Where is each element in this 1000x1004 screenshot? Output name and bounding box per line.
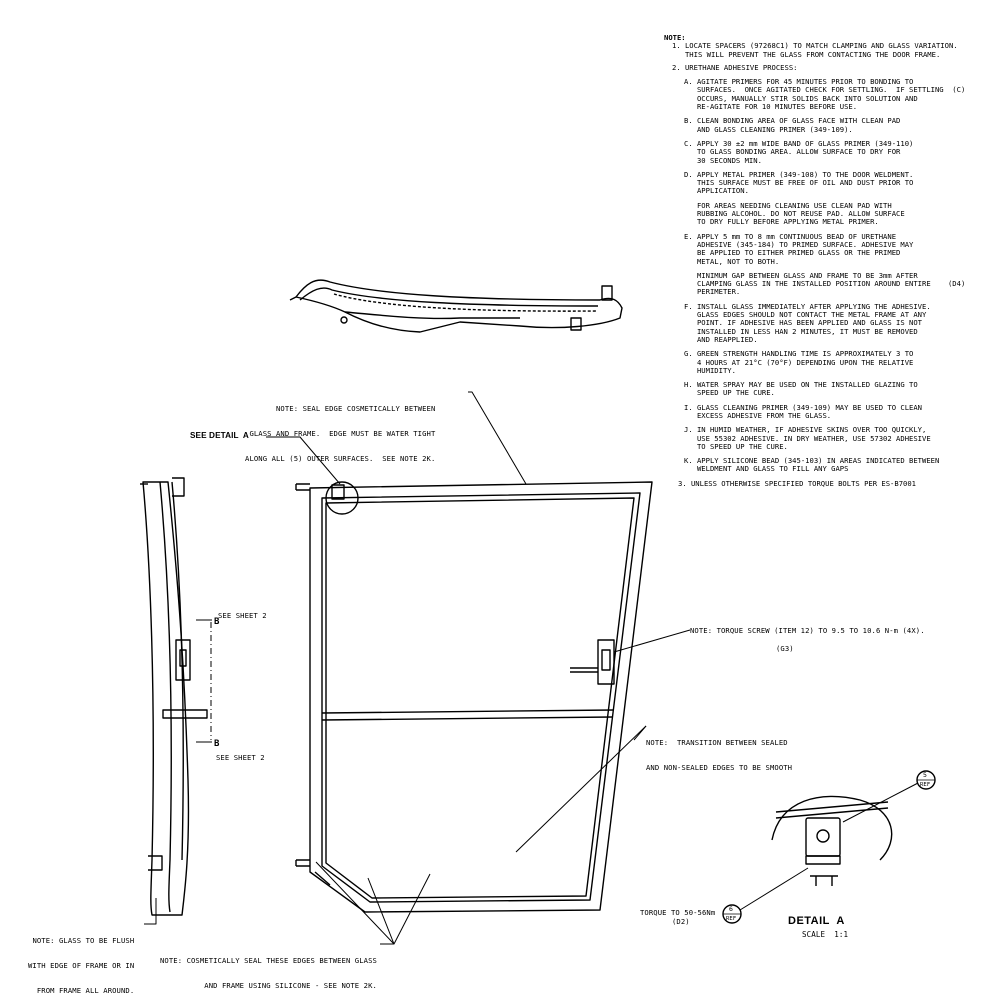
glass-flush-line: NOTE: GLASS TO BE FLUSH (32, 935, 135, 945)
note-2i: I. GLASS CLEANING PRIMER (349-109) MAY B… (684, 402, 998, 421)
note-line: D. APPLY METAL PRIMER (349-108) TO THE D… (684, 169, 914, 179)
seal-edge-line: NOTE: SEAL EDGE COSMETICALLY BETWEEN (276, 403, 436, 413)
detail-a-marker (325, 481, 359, 515)
note-line: RE-AGITATE FOR 10 MINUTES BEFORE USE. (684, 102, 858, 112)
note-line: GLASS EDGES SHOULD NOT CONTACT THE METAL… (684, 310, 927, 320)
note-2g: G. GREEN STRENGTH HANDLING TIME IS APPRO… (684, 349, 998, 375)
note-2c: C. APPLY 30 ±2 mm WIDE BAND OF GLASS PRI… (684, 138, 998, 165)
note-line: C. APPLY 30 ±2 mm WIDE BAND OF GLASS PRI… (684, 138, 914, 148)
glass-flush-line: FROM FRAME ALL AROUND. (36, 986, 135, 996)
detail-a-scale: SCALE 1:1 (802, 930, 849, 939)
note-3: 3. UNLESS OTHERWISE SPECIFIED TORQUE BOL… (678, 478, 916, 488)
note-2h: H. WATER SPRAY MAY BE USED ON THE INSTAL… (684, 380, 998, 398)
balloon-6-label: 6 (729, 905, 734, 913)
note-2b: B. CLEAN BONDING AREA OF GLASS FACE WITH… (684, 117, 998, 134)
balloon-5-label: 5 (923, 771, 928, 779)
note-line: APPLICATION. (684, 186, 749, 196)
section-line-b (196, 619, 212, 743)
note-line: POINT. IF ADHESIVE HAS BEEN APPLIED AND … (684, 318, 922, 328)
note-line: CLAMPING GLASS IN THE INSTALLED POSITION… (684, 279, 966, 289)
door-frame (295, 481, 653, 913)
note-line: SPEED UP THE CURE. (684, 388, 775, 398)
note-2e: E. APPLY 5 mm TO 8 mm CONTINUOUS BEAD OF… (684, 231, 998, 266)
leader-lines (144, 391, 691, 945)
note-line: A. AGITATE PRIMERS FOR 45 MINUTES PRIOR … (684, 77, 914, 87)
cosmetic-seal-line: AND FRAME USING SILICONE - SEE NOTE 2K. (204, 981, 377, 991)
note-line: B. CLEAN BONDING AREA OF GLASS FACE WITH… (684, 116, 901, 126)
note-line: THIS SURFACE MUST BE FREE OF OIL AND DUS… (684, 178, 914, 188)
torque-detail-note: TORQUE TO 50-56Nm (640, 908, 716, 917)
note-line: USE 55302 ADHESIVE. IN DRY WEATHER, USE … (684, 433, 931, 443)
side-view (140, 477, 208, 916)
note-line: WELDMENT AND GLASS TO FILL ANY GAPS (684, 464, 849, 474)
see-detail-a: SEE DETAIL A (190, 431, 249, 440)
note-1-line: 1. LOCATE SPACERS (97268C1) TO MATCH CLA… (672, 41, 958, 51)
note-line: INSTALLED IN LESS HAN 2 MINUTES, IT MUST… (684, 326, 918, 336)
note-line: MINIMUM GAP BETWEEN GLASS AND FRAME TO B… (684, 270, 918, 280)
note-line: H. WATER SPRAY MAY BE USED ON THE INSTAL… (684, 380, 918, 390)
note-2: 2. URETHANE ADHESIVE PROCESS: (672, 62, 798, 72)
note-2d-cont: FOR AREAS NEEDING CLEANING USE CLEAN PAD… (684, 200, 998, 227)
note-line: HUMIDITY. (684, 365, 736, 375)
note-line: OCCURS, MANUALLY STIR SOLIDS BACK INTO S… (684, 93, 918, 103)
balloon-6-ref: REF (726, 916, 737, 922)
note-line: FOR AREAS NEEDING CLEANING USE CLEAN PAD… (684, 200, 892, 210)
balloon-5-ref: REF (920, 782, 931, 788)
note-line: TO DRY FULLY BEFORE APPLYING METAL PRIME… (684, 217, 879, 227)
note-line: E. APPLY 5 mm TO 8 mm CONTINUOUS BEAD OF… (684, 231, 897, 241)
note-line: 30 SECONDS MIN. (684, 155, 762, 165)
note-line: BE APPLIED TO EITHER PRIMED GLASS OR THE… (684, 248, 901, 258)
note-line: EXCESS ADHESIVE FROM THE GLASS. (684, 410, 832, 420)
seal-edge-note: NOTE: SEAL EDGE COSMETICALLY BETWEEN GLA… (243, 388, 435, 472)
note-2j: J. IN HUMID WEATHER, IF ADHESIVE SKINS O… (684, 425, 998, 451)
note-2d: D. APPLY METAL PRIMER (349-108) TO THE D… (684, 169, 998, 196)
note-2k: K. APPLY SILICONE BEAD (345-103) IN AREA… (684, 456, 998, 474)
note-1: 1. LOCATE SPACERS (97268C1) TO MATCH CLA… (672, 41, 998, 59)
note-line: AND GLASS CLEANING PRIMER (349-109). (684, 124, 853, 134)
note-1-line: THIS WILL PREVENT THE GLASS FROM CONTACT… (672, 49, 941, 59)
note-line: ADHESIVE (345-184) TO PRIMED SURFACE. AD… (684, 239, 914, 249)
note-line: J. IN HUMID WEATHER, IF ADHESIVE SKINS O… (684, 425, 927, 435)
note-line: AND REAPPLIED. (684, 334, 758, 344)
note-line: SURFACES. ONCE AGITATED CHECK FOR SETTLI… (684, 85, 966, 95)
note-line: K. APPLY SILICONE BEAD (345-103) IN AREA… (684, 456, 940, 466)
note-line: G. GREEN STRENGTH HANDLING TIME IS APPRO… (684, 349, 914, 359)
notes-block: NOTE: 1. LOCATE SPACERS (97268C1) TO MAT… (664, 33, 998, 488)
detail-a-title: DETAIL A (788, 915, 845, 927)
torque-screw-note: NOTE: TORQUE SCREW (ITEM 12) TO 9.5 TO 1… (690, 626, 925, 635)
note-2e-cont: MINIMUM GAP BETWEEN GLASS AND FRAME TO B… (684, 270, 998, 297)
top-view-rail (289, 279, 623, 333)
d2-ref: (D2) (672, 917, 690, 926)
see-sheet-top: SEE SHEET 2 (218, 611, 267, 620)
note-line: RUBBING ALCOHOL. DO NOT REUSE PAD. ALLOW… (684, 209, 905, 219)
notes-heading: NOTE: (664, 33, 686, 42)
seal-edge-line: GLASS AND FRAME. EDGE MUST BE WATER TIGH… (249, 429, 436, 439)
note-2f: F. INSTALL GLASS IMMEDIATELY AFTER APPLY… (684, 301, 998, 344)
section-mark-top: B (214, 617, 220, 627)
note-line: I. GLASS CLEANING PRIMER (349-109) MAY B… (684, 402, 922, 412)
glass-flush-note: NOTE: GLASS TO BE FLUSH WITH EDGE OF FRA… (28, 920, 134, 1004)
seal-edge-line: ALONG ALL (5) OUTER SURFACES. SEE NOTE 2… (245, 454, 436, 464)
g3-ref: (G3) (776, 644, 794, 653)
note-2a: A. AGITATE PRIMERS FOR 45 MINUTES PRIOR … (684, 77, 998, 112)
glass-flush-line: WITH EDGE OF FRAME OR IN (28, 961, 135, 971)
section-mark-bottom: B (214, 739, 220, 749)
note-line: TO GLASS BONDING AREA. ALLOW SURFACE TO … (684, 147, 901, 157)
transition-line: AND NON-SEALED EDGES TO BE SMOOTH (646, 763, 793, 773)
note-line: PERIMETER. (684, 287, 741, 297)
cosmetic-seal-note: NOTE: COSMETICALLY SEAL THESE EDGES BETW… (160, 940, 377, 999)
transition-note: NOTE: TRANSITION BETWEEN SEALED AND NON-… (646, 722, 792, 781)
transition-line: NOTE: TRANSITION BETWEEN SEALED (646, 737, 788, 747)
note-line: F. INSTALL GLASS IMMEDIATELY AFTER APPLY… (684, 301, 931, 311)
cosmetic-seal-line: NOTE: COSMETICALLY SEAL THESE EDGES BETW… (160, 955, 377, 965)
note-line: METAL, NOT TO BOTH. (684, 256, 780, 266)
note-line: 4 HOURS AT 21°C (70°F) DEPENDING UPON TH… (684, 357, 914, 367)
detail-a-view (722, 770, 936, 924)
see-sheet-bottom: SEE SHEET 2 (216, 753, 265, 762)
note-line: TO SPEED UP THE CURE. (684, 441, 788, 451)
